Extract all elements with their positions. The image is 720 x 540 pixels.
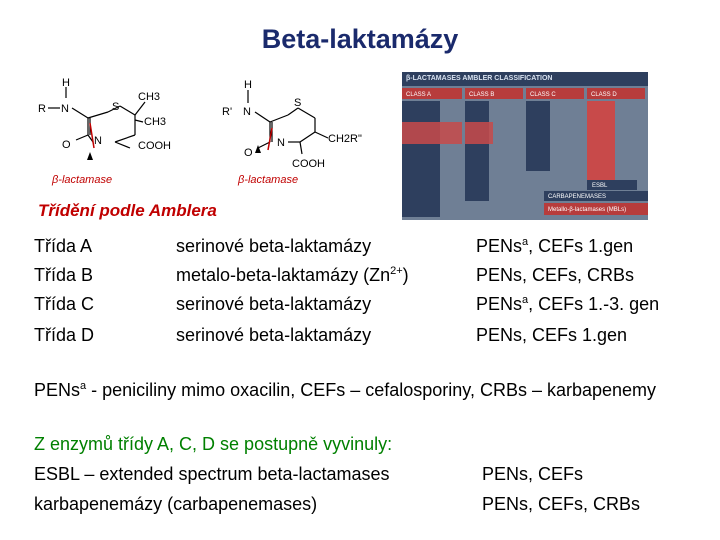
arrow-left xyxy=(87,152,93,160)
class-a-substrates: PENsa, CEFs 1.gen xyxy=(476,236,634,256)
esbl-text: ESBL – extended spectrum beta-lactamases xyxy=(34,464,390,484)
esbl-label: ESBL xyxy=(592,183,608,189)
class-a-type: serinové beta-laktamázy xyxy=(176,236,372,256)
evolution-text: Z enzymů třídy A, C, D se postupně vyvin… xyxy=(34,434,393,454)
ambler-classification-image: β-LACTAMASES AMBLER CLASSIFICATION CLASS… xyxy=(402,72,648,220)
label-ch3b-left: CH3 xyxy=(144,116,166,128)
class-c-name: Třída C xyxy=(34,294,95,314)
label-n2-right: N xyxy=(277,137,285,149)
class-d-substrates: PENs, CEFs 1.gen xyxy=(476,325,628,345)
beta-lactam-structures: H R N S CH3 CH3 O N COOH β-lactamase H xyxy=(30,70,390,195)
label-ch3a-left: CH3 xyxy=(138,91,160,103)
label-s-left: S xyxy=(112,101,119,113)
ambler-title: Třídění podle Amblera xyxy=(38,201,217,220)
classification-header: β-LACTAMASES AMBLER CLASSIFICATION xyxy=(402,72,648,86)
mbl-label: Metallo-β-lactamases (MBLs) xyxy=(548,207,626,213)
carbapenemases-label: CARBAPENEMASES xyxy=(548,194,606,200)
label-o-right: O xyxy=(244,147,253,159)
class-a-name: Třída A xyxy=(34,236,93,256)
label-n-right: N xyxy=(243,106,251,118)
class-b-type: metalo-beta-laktamázy (Zn2+) xyxy=(176,265,409,285)
label-cooh-left: COOH xyxy=(138,140,171,152)
class-b-name: Třída B xyxy=(34,265,94,285)
carbapenemases-substrates: PENs, CEFs, CRBs xyxy=(482,494,641,514)
class-d-type: serinové beta-laktamázy xyxy=(176,325,372,345)
esbl-substrates: PENs, CEFs xyxy=(482,464,584,484)
class-b-label: CLASS B xyxy=(469,92,494,98)
carbapenemases-text: karbapenemázy (carbapenemases) xyxy=(34,494,318,514)
class-b-substrates: PENs, CEFs, CRBs xyxy=(476,265,635,285)
label-s-right: S xyxy=(294,97,301,109)
caption-left: β-lactamase xyxy=(51,174,112,186)
label-h-right: H xyxy=(244,79,252,91)
classification-svg: CLASS A CLASS B CLASS C CLASS D ESBL CAR… xyxy=(402,88,648,217)
caption-right: β-lactamase xyxy=(237,174,298,186)
label-h-left: H xyxy=(62,77,70,89)
arrow-right xyxy=(255,145,261,153)
class-c-type: serinové beta-laktamázy xyxy=(176,294,372,314)
label-o-left: O xyxy=(62,139,71,151)
cleavage-mark-right xyxy=(267,127,273,151)
class-c-substrates: PENsa, CEFs 1.-3. gen xyxy=(476,294,660,314)
label-n-left: N xyxy=(61,103,69,115)
structures-svg: H R N S CH3 CH3 O N COOH β-lactamase H xyxy=(38,77,362,186)
page-title: Beta-laktamázy xyxy=(261,24,459,54)
cleavage-mark-left xyxy=(89,122,95,149)
label-n2-left: N xyxy=(94,135,102,147)
label-r-right: R' xyxy=(222,106,232,118)
label-cooh-right: COOH xyxy=(292,158,325,170)
class-d-name: Třída D xyxy=(34,325,95,345)
abbreviations-note: PENsa - peniciliny mimo oxacilin, CEFs –… xyxy=(34,380,657,400)
class-a-label: CLASS A xyxy=(406,92,431,98)
label-r-left: R xyxy=(38,103,46,115)
class-d-label: CLASS D xyxy=(591,92,617,98)
label-ch2r-right: CH2R" xyxy=(328,133,362,145)
class-c-label: CLASS C xyxy=(530,92,556,98)
